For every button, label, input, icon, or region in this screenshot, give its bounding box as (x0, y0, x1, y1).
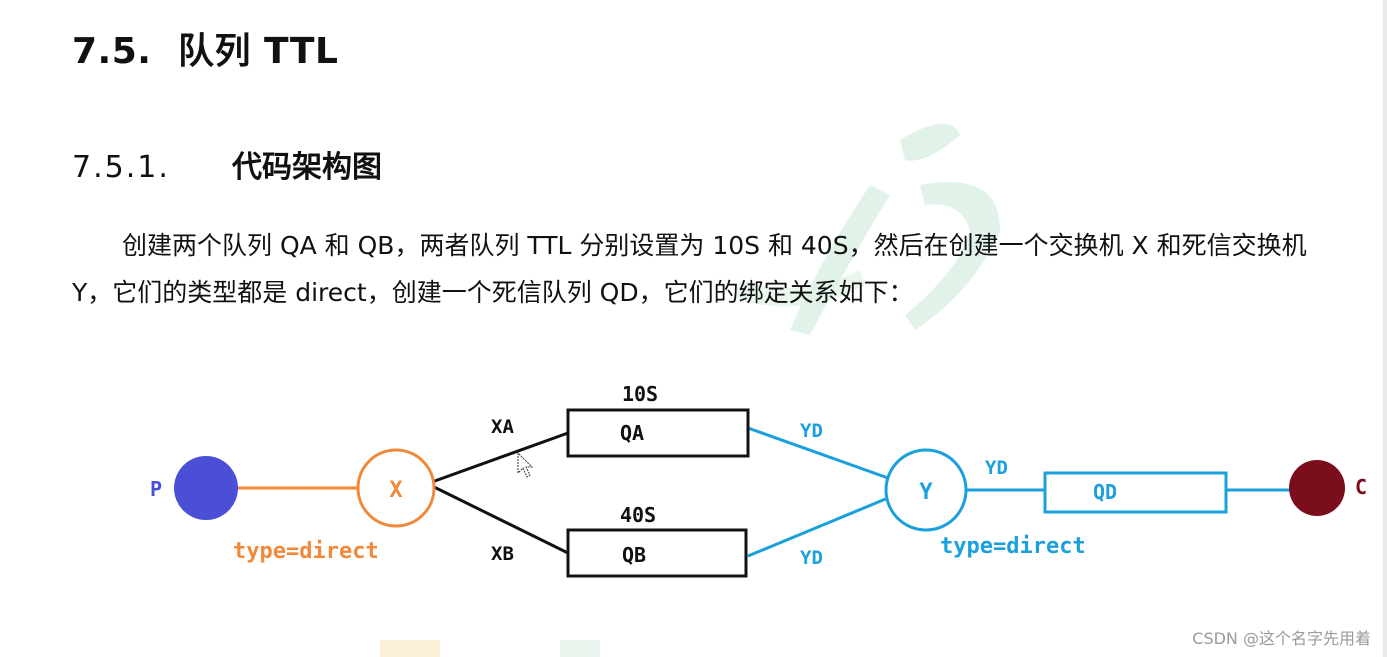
qa-to-y-edge (747, 426, 889, 480)
cursor-icon (517, 451, 534, 478)
queue-qa-label: QA (620, 421, 644, 445)
producer-label: P (150, 477, 162, 501)
subsection-heading: 7.5.1. 代码架构图 (72, 142, 382, 186)
section-title: 队列 TTL (178, 31, 339, 72)
exchange-x-node (356, 448, 436, 528)
qb-to-y-edge (747, 496, 889, 558)
architecture-diagram: P X type=direct QA 10S XA QB 40S XB YD Y… (150, 382, 1367, 578)
queue-qb-ttl: 40S (620, 503, 656, 527)
subsection-title: 代码架构图 (232, 150, 382, 185)
queue-qa-ttl: 10S (622, 382, 658, 406)
description-paragraph: 创建两个队列 QA 和 QB，两者队列 TTL 分别设置为 10S 和 40S，… (72, 222, 1342, 316)
exchange-y-node (884, 448, 968, 532)
queue-qb-box (566, 528, 748, 578)
consumer-label: C (1355, 475, 1367, 499)
queue-qd-box (1043, 471, 1228, 514)
paragraph-text: 创建两个队列 QA 和 QB，两者队列 TTL 分别设置为 10S 和 40S，… (72, 231, 1307, 307)
queue-qb-label: QB (622, 543, 646, 567)
subsection-number: 7.5.1. (72, 150, 170, 185)
x-to-qb-edge (431, 484, 569, 555)
exchange-y-type: type=direct (940, 534, 1086, 559)
routing-key-xa: XA (491, 416, 514, 438)
section-heading: 7.5. 队列 TTL (72, 22, 338, 74)
routing-key-yd-qd: YD (985, 457, 1008, 479)
exchange-y-label: Y (919, 480, 933, 505)
section-number: 7.5. (72, 31, 152, 72)
credit-watermark: CSDN @这个名字先用着 (1192, 629, 1371, 648)
producer-node (174, 456, 238, 520)
exchange-x-label: X (389, 478, 402, 503)
scrollbar[interactable] (1383, 0, 1387, 657)
queue-qd-label: QD (1093, 480, 1117, 504)
queue-qa-box (566, 408, 750, 458)
consumer-node (1289, 460, 1345, 516)
routing-key-yd-qb: YD (800, 547, 823, 569)
x-to-qa-edge (431, 431, 569, 484)
routing-key-xb: XB (491, 543, 514, 565)
routing-key-yd-qa: YD (800, 420, 823, 442)
exchange-x-type: type=direct (233, 539, 379, 564)
